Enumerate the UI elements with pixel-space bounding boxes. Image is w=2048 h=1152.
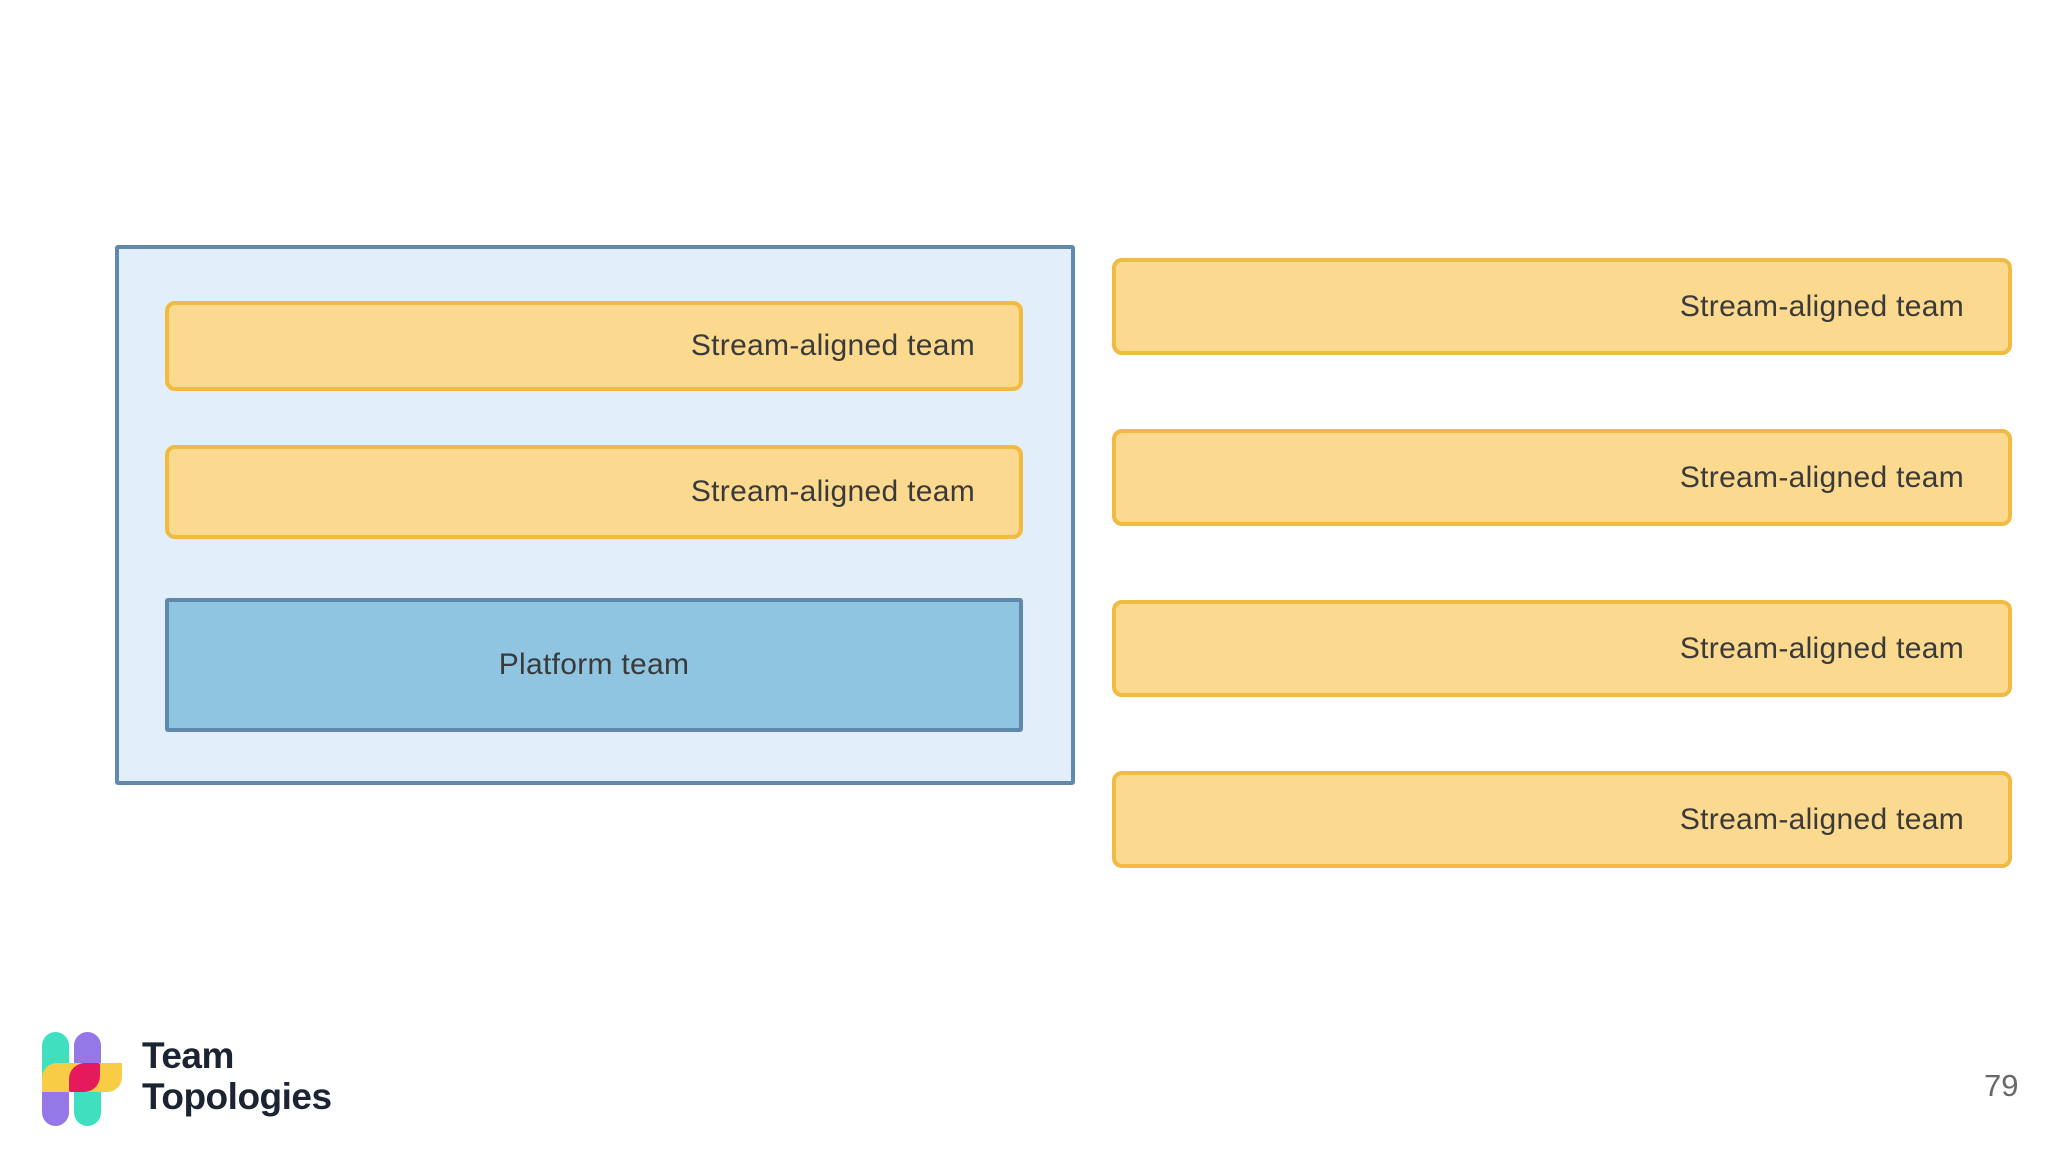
stream-aligned-team-label: Stream-aligned team: [1679, 460, 1964, 494]
team-topologies-logo-icon: [36, 1026, 122, 1128]
stream-aligned-team-box: Stream-aligned team: [165, 301, 1023, 391]
team-topologies-logo: Team Topologies: [36, 1026, 332, 1128]
platform-team-box: Platform team: [165, 598, 1023, 732]
platform-team-label: Platform team: [498, 648, 690, 681]
stream-aligned-team-box: Stream-aligned team: [1112, 600, 2012, 697]
stream-aligned-team-label: Stream-aligned team: [1679, 289, 1964, 323]
stream-aligned-team-label: Stream-aligned team: [1679, 802, 1964, 836]
stream-aligned-team-box: Stream-aligned team: [1112, 771, 2012, 868]
stream-aligned-team-box: Stream-aligned team: [165, 445, 1023, 539]
team-topologies-wordmark: Team Topologies: [142, 1036, 332, 1117]
stream-aligned-team-label: Stream-aligned team: [1679, 631, 1964, 665]
stream-aligned-team-label: Stream-aligned team: [690, 329, 975, 362]
logo-text-line2: Topologies: [142, 1076, 332, 1117]
logo-text-line1: Team: [142, 1035, 234, 1077]
platform-grouping-box: Stream-aligned team Stream-aligned team …: [115, 245, 1075, 785]
stream-aligned-team-box: Stream-aligned team: [1112, 258, 2012, 355]
page-number: 79: [1984, 1068, 2019, 1103]
logo-crimson-leaf: [69, 1063, 100, 1092]
stream-aligned-team-box: Stream-aligned team: [1112, 429, 2012, 526]
stream-aligned-team-label: Stream-aligned team: [690, 475, 975, 508]
